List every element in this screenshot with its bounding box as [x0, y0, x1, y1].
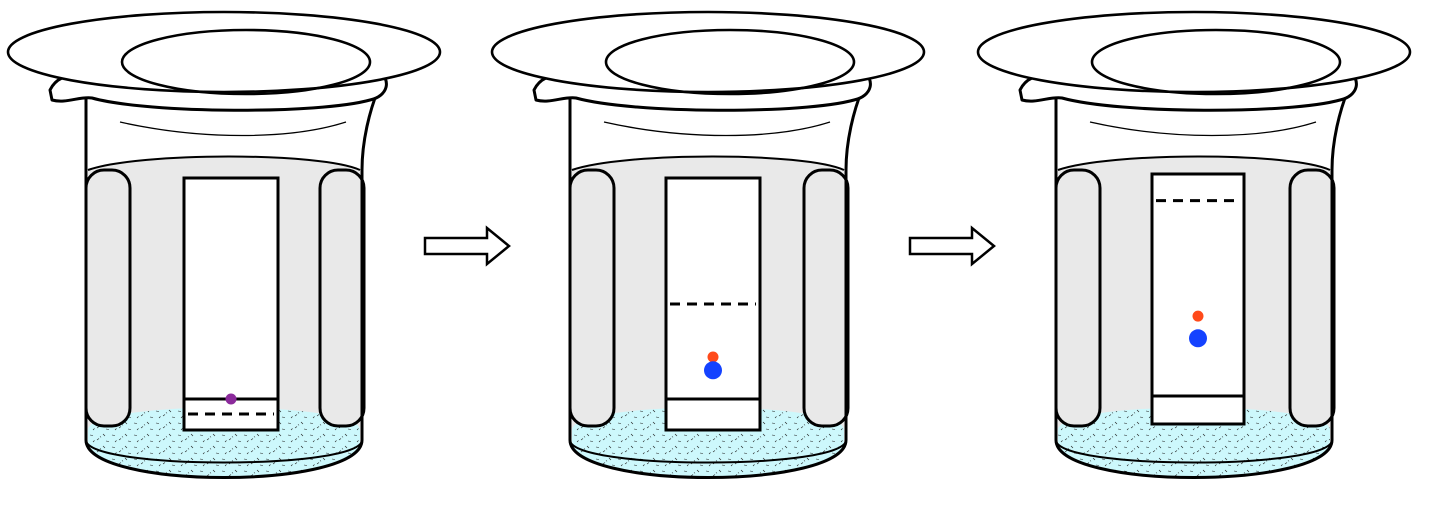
fluid-surface [87, 155, 361, 171]
beaker-body [1054, 89, 1350, 479]
left-rod [568, 168, 616, 428]
beaker-stage-1 [6, 10, 442, 479]
arrow-2 [908, 225, 996, 267]
arrow-shape [423, 225, 511, 267]
spot-red [1192, 310, 1204, 322]
watch-glass-inner [120, 28, 372, 96]
glass-highlight [603, 121, 831, 137]
beaker-bottom-rim [569, 439, 847, 464]
beaker-bottom-rim [1055, 439, 1333, 464]
watch-glass-outer [6, 10, 442, 94]
beaker-body [84, 89, 380, 479]
beaker-bottom-rim [85, 439, 363, 464]
beaker-stage-3 [976, 10, 1412, 479]
arrow-1 [423, 225, 511, 267]
tlc-plate [182, 176, 280, 432]
fluid-surface [1057, 155, 1331, 171]
right-rod [802, 168, 850, 428]
watch-glass-inner [1090, 28, 1342, 96]
spot-red [707, 351, 719, 363]
arrow-shape [908, 225, 996, 267]
glass-highlight [1089, 121, 1317, 137]
glass-highlight [119, 121, 347, 137]
watch-glass-outer [976, 10, 1412, 94]
tlc-plate [1150, 172, 1246, 426]
fluid-surface [571, 155, 845, 171]
beaker-body [568, 89, 864, 479]
right-rod [318, 168, 366, 428]
spot-blue [1189, 329, 1207, 348]
spot-purple [225, 393, 237, 405]
left-rod [1054, 168, 1102, 428]
beaker-stage-2 [490, 10, 926, 479]
left-rod [84, 168, 132, 428]
spot-blue [704, 361, 722, 380]
right-rod [1288, 168, 1336, 428]
watch-glass-outer [490, 10, 926, 94]
watch-glass-inner [604, 28, 856, 96]
